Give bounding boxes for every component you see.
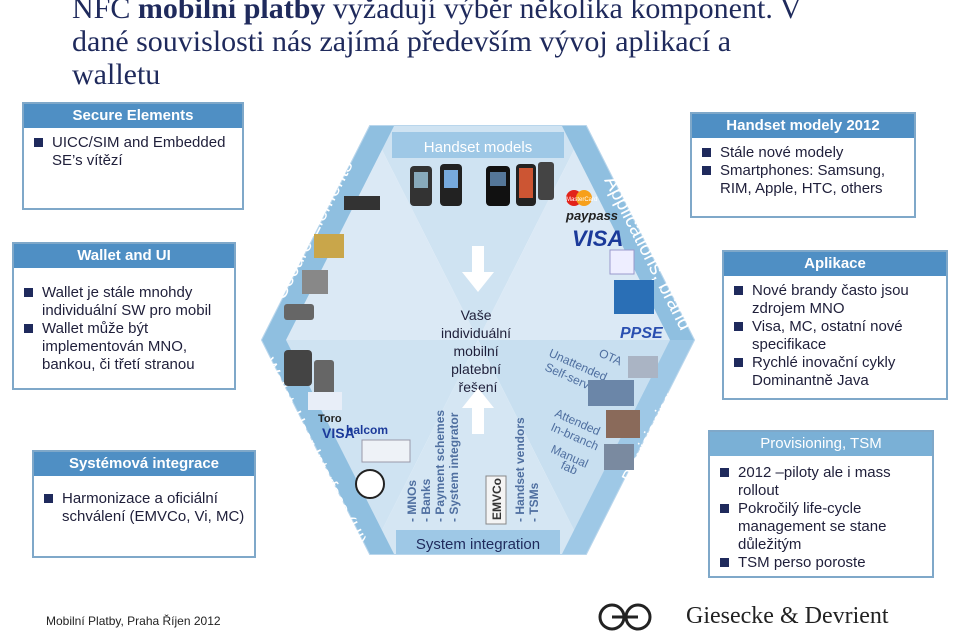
brand-toro: Toro (318, 413, 342, 425)
bullet-item: Nové brandy často jsou zdrojem MNO (732, 282, 938, 318)
box-header: Wallet and UI (14, 244, 234, 268)
box-header: Handset modely 2012 (692, 114, 914, 138)
bullet-item: Stále nové modely (700, 144, 906, 162)
wallet-images: Toro VISA halcom (284, 350, 411, 499)
brand-paypass: paypass (565, 208, 618, 223)
brand-ppse: PPSE (620, 325, 664, 342)
roles-left: - MNOs - Banks - Payment schemes - Syste… (405, 410, 461, 522)
svg-text:- Banks: - Banks (419, 478, 433, 522)
arrow-up-icon (462, 388, 494, 434)
arrow-down-icon (462, 246, 494, 292)
box-header: Systémová integrace (34, 452, 254, 476)
svg-text:- TSMs: - TSMs (527, 482, 541, 522)
segment-bottom-right (478, 340, 694, 554)
label-handset-models: Handset models (424, 139, 532, 156)
center-text: Vaše individuální mobilní platební řešen… (441, 307, 515, 395)
svg-text:- Handset vendors: - Handset vendors (513, 417, 527, 522)
bullet-item: Visa, MC, ostatní nové specifikace (732, 318, 938, 354)
emvco-logo (485, 475, 507, 525)
bullet-item: Smartphones: Samsung, RIM, Apple, HTC, o… (700, 162, 906, 198)
provisioning-box: Provisioning, TSM 2012 –piloty ale i mas… (708, 430, 934, 578)
application-brands: MasterCard paypass VISA PPSE (565, 190, 664, 342)
brand-emvco: EMVCo (490, 478, 504, 520)
bullet-item: Wallet může být implementován MNO, banko… (22, 320, 226, 374)
box-header: Provisioning, TSM (710, 432, 932, 456)
aplikace-box: Aplikace Nové brandy často jsou zdrojem … (722, 250, 948, 400)
brand-halcom: halcom (346, 423, 388, 437)
system-integration-box: Systémová integrace Harmonizace a oficiá… (32, 450, 256, 558)
band-handset (392, 132, 564, 158)
secure-elements-box: Secure Elements UICC/SIM and Embedded SE… (22, 102, 244, 210)
bullet-item: Harmonizace a oficiální schválení (EMVCo… (42, 490, 246, 526)
box-header: Secure Elements (24, 104, 242, 128)
bullet-item: Rychlé inovační cykly Dominantně Java (732, 354, 938, 390)
secure-element-images (284, 196, 380, 320)
bullet-item: TSM perso poroste (718, 554, 924, 572)
svg-text:- System integrator: - System integrator (447, 412, 461, 522)
segment-bottom (370, 340, 586, 554)
brand-mastercard: MasterCard (566, 197, 597, 203)
brand-visa-wallet: VISA (322, 425, 355, 441)
band-wallet (262, 340, 394, 554)
brand-visa: VISA (572, 226, 623, 251)
bullet-item: Pokročilý life-cycle management se stane… (718, 500, 924, 554)
bullet-item: Wallet je stále mnohdy individuální SW p… (22, 284, 226, 320)
svg-text:- Payment schemes: - Payment schemes (433, 410, 447, 522)
band-applications (562, 126, 694, 340)
svg-text:fab: fab (559, 458, 580, 478)
svg-text:- MNOs: - MNOs (405, 480, 419, 522)
bullet-item: UICC/SIM and Embedded SE’s vítězí (32, 134, 234, 170)
band-system-integration (396, 530, 560, 554)
brand-name: Giesecke & Devrient (686, 603, 889, 629)
handset-models-box: Handset modely 2012 Stále nové modely Sm… (690, 112, 916, 218)
band-secure-elements (262, 126, 394, 340)
roles-right: - Handset vendors - TSMs (513, 417, 541, 522)
slide-title: NFC mobilní platby vyžadují výběr několi… (72, 0, 802, 91)
box-header: Aplikace (724, 252, 946, 276)
label-system-integration: System integration (416, 536, 540, 553)
footer-text: Mobilní Platby, Praha Říjen 2012 (46, 614, 221, 628)
bullet-item: 2012 –piloty ale i mass rollout (718, 464, 924, 500)
gd-logo-icon (598, 603, 652, 631)
wallet-ui-box: Wallet and UI Wallet je stále mnohdy ind… (12, 242, 236, 390)
phone-images (410, 162, 554, 206)
